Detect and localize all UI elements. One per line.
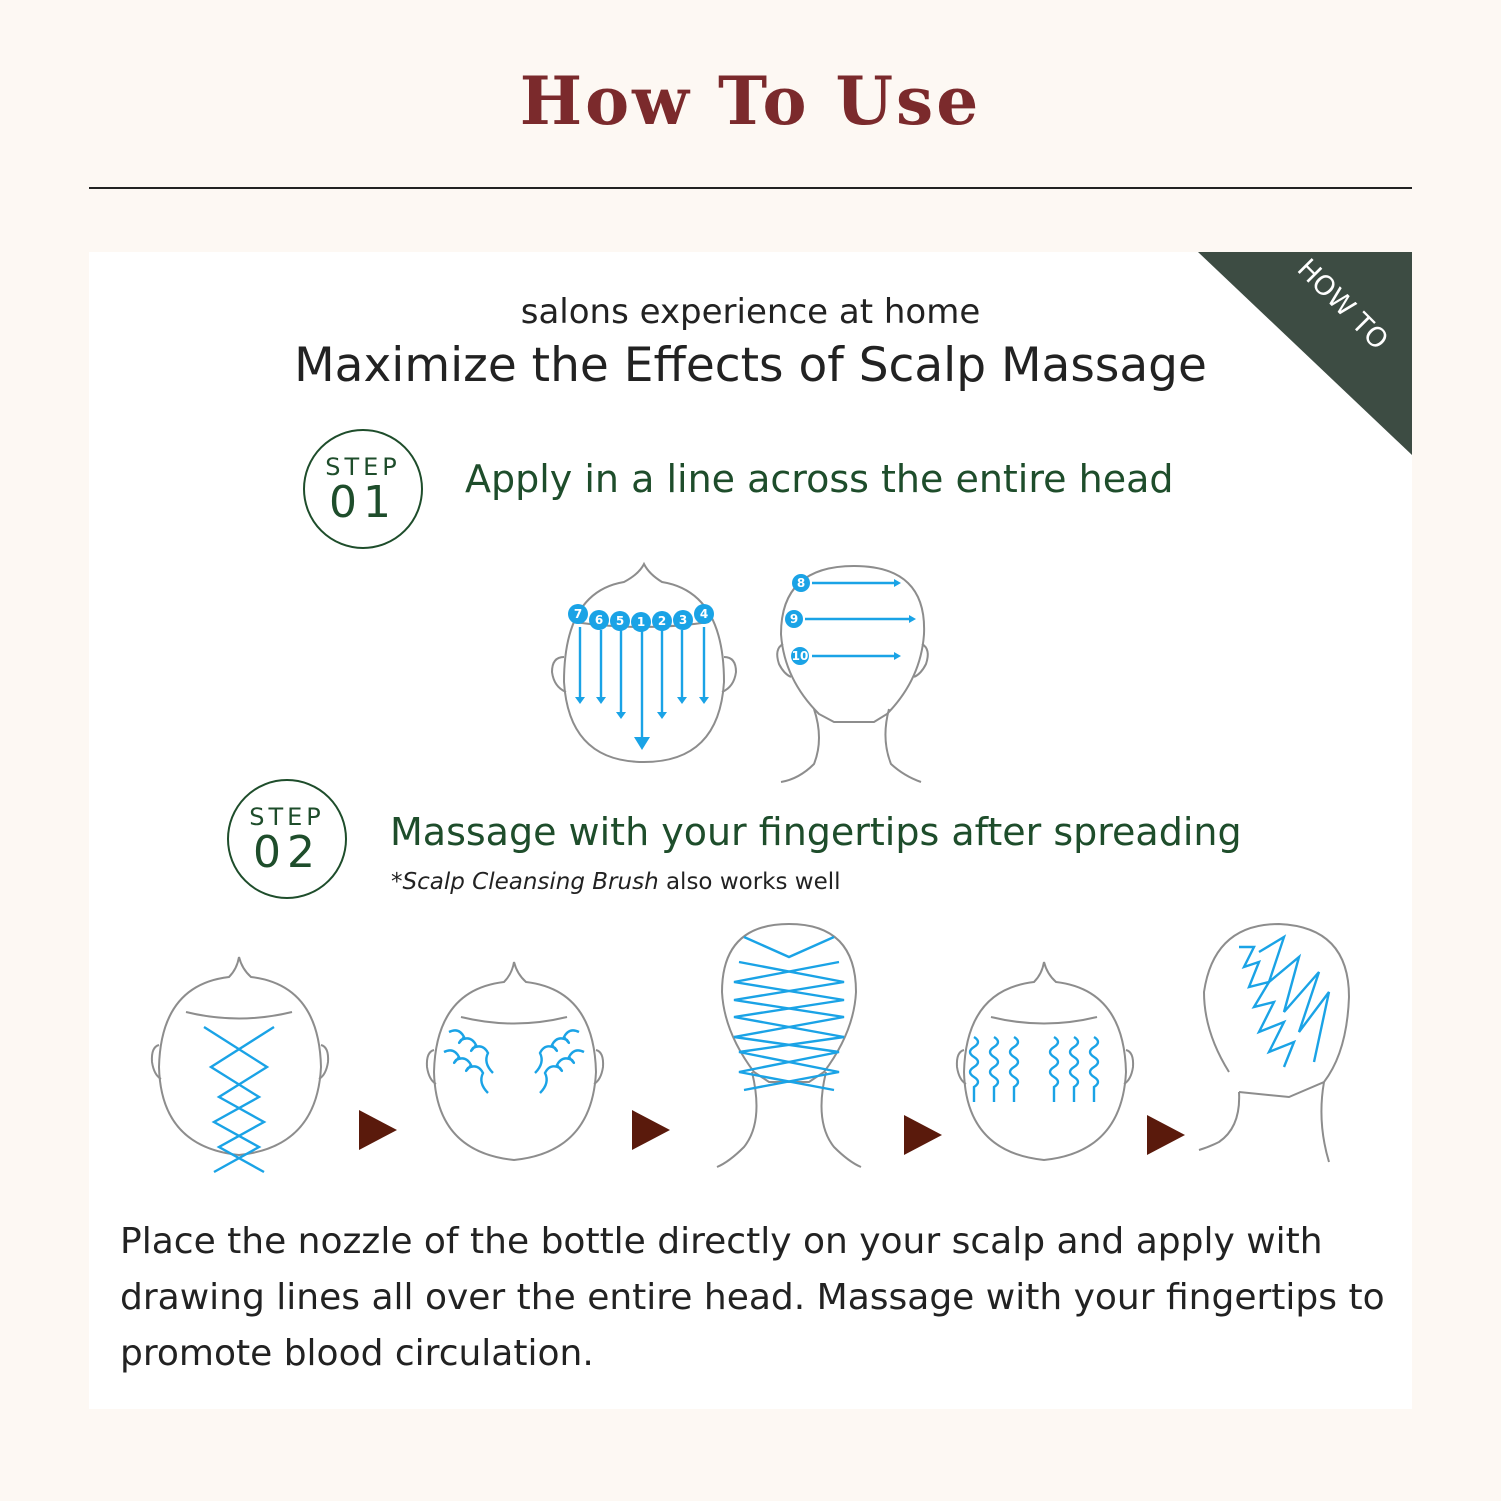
front-head-diagram: 7 6 5 1 2 3 4 [550,561,738,764]
application-points: 7 6 5 1 2 3 4 [568,604,714,632]
step-number: 02 [253,827,321,878]
svg-text:7: 7 [574,607,582,621]
svg-text:8: 8 [797,576,805,590]
massage-head-2 [425,961,605,1162]
massage-head-1 [150,956,330,1174]
next-arrow-icon [904,1115,942,1155]
step-02-title: Massage with your fingertips after sprea… [390,810,1242,854]
next-arrow-icon [1147,1115,1185,1155]
svg-text:1: 1 [637,615,645,629]
how-to-corner-badge [1198,252,1412,455]
next-arrow-icon [632,1110,670,1150]
svg-text:9: 9 [790,612,798,626]
intro-subtitle: salons experience at home [520,292,981,332]
svg-text:6: 6 [595,613,603,627]
svg-text:4: 4 [700,607,708,621]
svg-text:3: 3 [679,613,687,627]
step-number: 01 [329,477,397,528]
svg-text:2: 2 [658,614,666,628]
step-label: STEP [249,803,325,831]
brush-product-name: *Scalp Cleansing Brush [391,869,659,895]
step-01-badge: STEP 01 [303,429,423,549]
step-02-badge: STEP 02 [227,779,347,899]
step-01-title: Apply in a line across the entire head [465,457,1174,501]
instruction-panel: HOW TO salons experience at home Maximiz… [89,252,1412,1409]
massage-sequence-diagram [150,922,1351,1174]
back-head-diagram: 8 9 10 [776,564,929,783]
intro-headline: Maximize the Effects of Scalp Massage [294,338,1207,393]
svg-text:10: 10 [792,649,809,663]
usage-description: Place the nozzle of the bottle directly … [120,1221,1385,1374]
massage-head-5 [1198,922,1351,1163]
massage-head-4 [955,961,1135,1162]
svg-text:5: 5 [616,614,624,628]
step-label: STEP [325,453,401,481]
step-02-note: *Scalp Cleansing Brush also works well [391,869,841,895]
next-arrow-icon [359,1110,397,1150]
title-divider [89,187,1412,189]
page-title: How To Use [519,62,982,140]
massage-head-3 [716,922,862,1168]
